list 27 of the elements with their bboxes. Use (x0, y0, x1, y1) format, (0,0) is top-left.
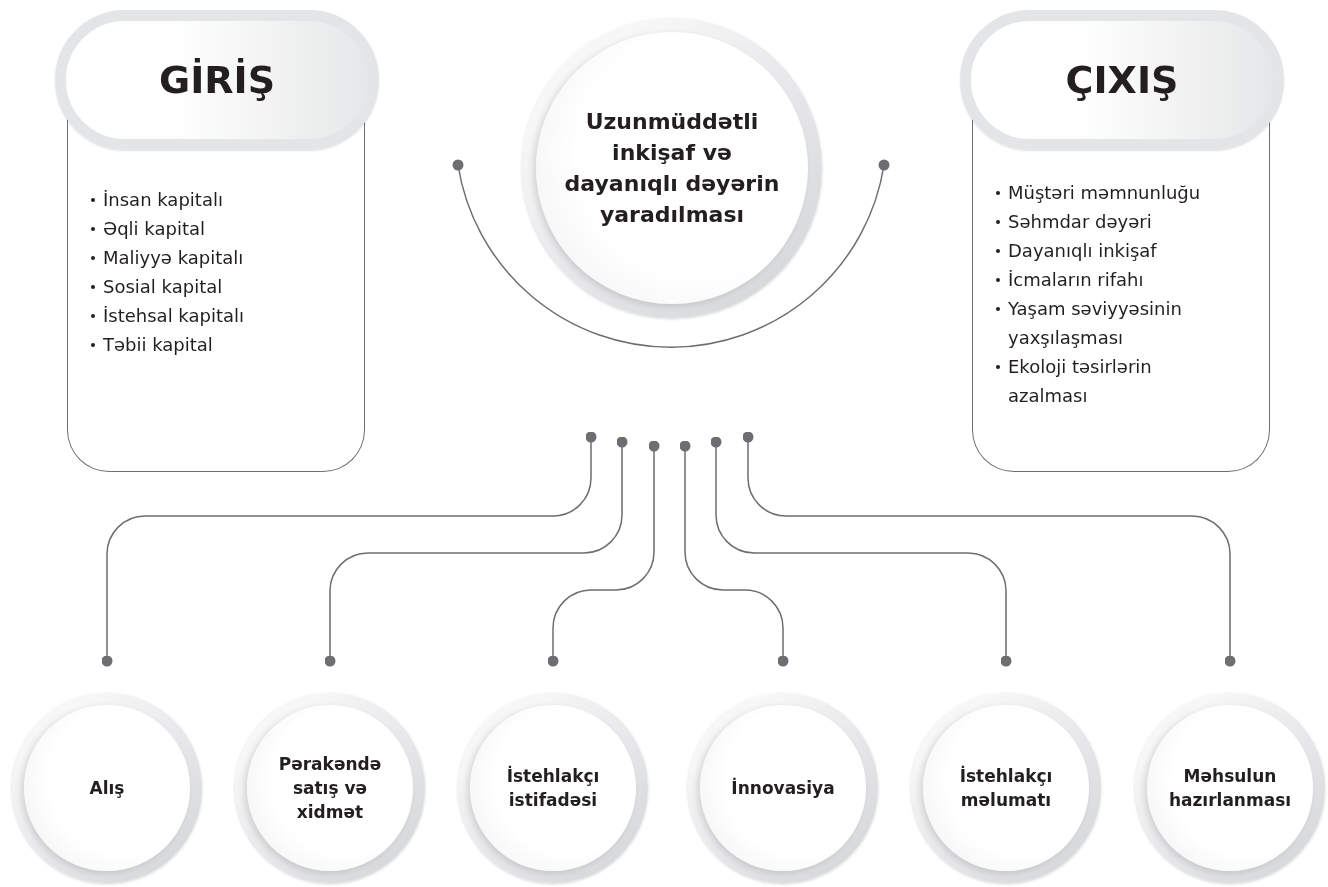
list-item: Maliyyə kapitalı (91, 243, 353, 272)
connector-line (547, 440, 660, 667)
circle-node: Uzunmüddətli inkişaf və dayanıqlı dəyərin yaradılması (522, 18, 822, 318)
list-item: İnsan kapitalı (91, 185, 353, 214)
circle-node: İstehlakçı istifadəsi (458, 693, 648, 883)
list-item: Ekoloji təsirlərin azalması (996, 352, 1224, 410)
circle-node: Alış (12, 693, 202, 883)
list-item: İstehsal kapitalı (91, 301, 353, 330)
list-item: Dayanıqlı inkişaf (996, 236, 1224, 265)
connector-line (710, 436, 1012, 667)
heading-pill: ÇIXIŞ (960, 10, 1284, 150)
list-item: Yaşam səviyyəsinin yaxşılaşması (996, 294, 1224, 352)
list-item: Sosial kapital (91, 272, 353, 301)
circle-node: İnnovasiya (688, 693, 878, 883)
connector-line (742, 431, 1236, 667)
circle-node: Pərakəndə satış və xidmət (235, 693, 425, 883)
heading-pill: GİRİŞ (55, 10, 379, 150)
circle-node: İstehlakçı məlumatı (911, 693, 1101, 883)
list-item: Səhmdar dəyəri (996, 207, 1224, 236)
connector-line (679, 440, 789, 667)
list-item: Müştəri məmnunluğu (996, 178, 1224, 207)
list-item: Əqli kapital (91, 214, 353, 243)
circle-node: Məhsulun hazırlanması (1135, 693, 1325, 883)
connector-line (101, 431, 597, 667)
list-item: İcmaların rifahı (996, 265, 1224, 294)
connector-line (324, 436, 628, 667)
list-item: Təbii kapital (91, 330, 353, 359)
